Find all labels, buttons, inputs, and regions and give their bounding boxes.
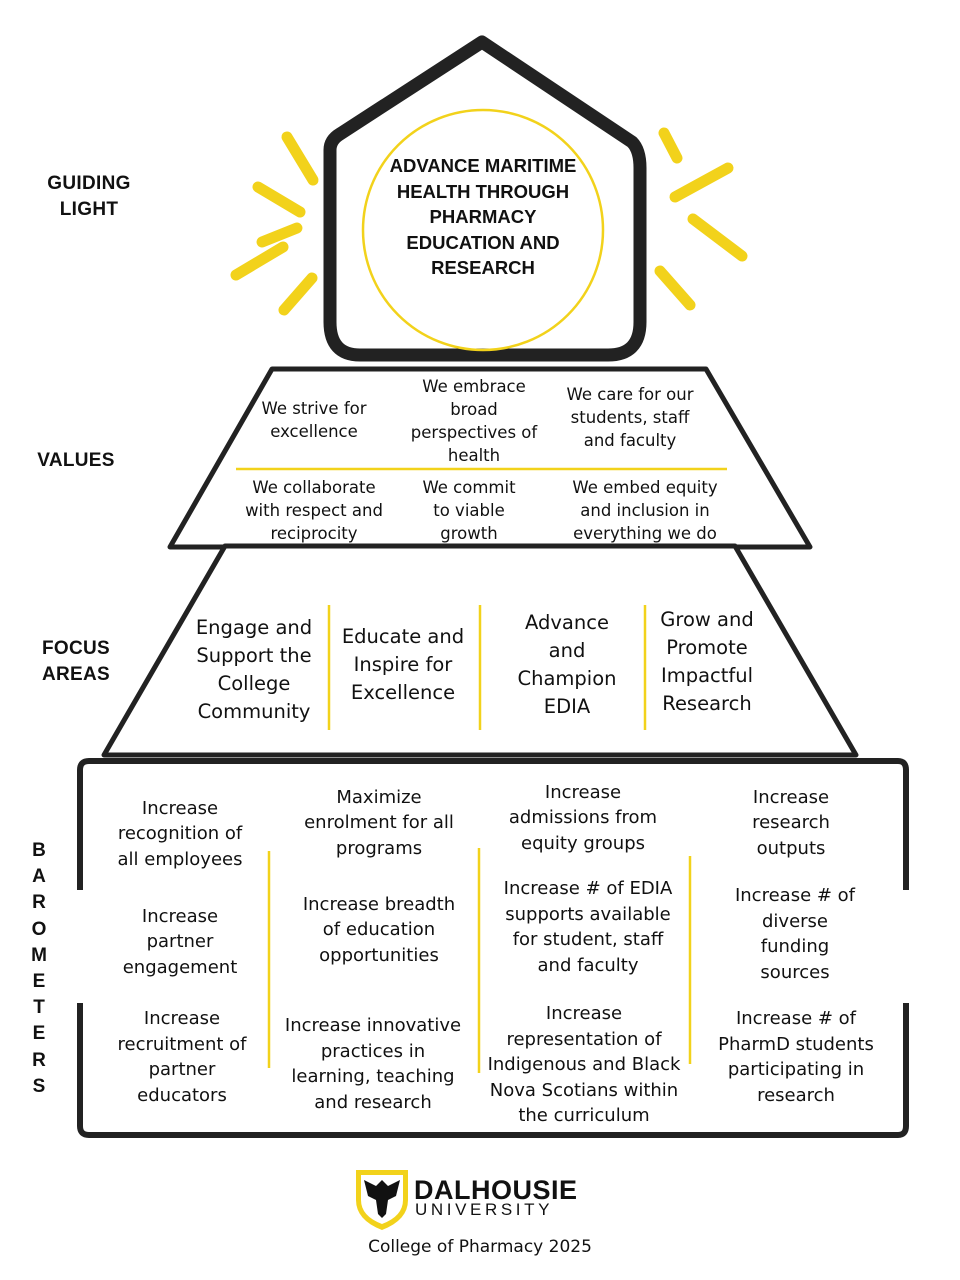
barometer-item: Increase innovative practices in learnin…: [284, 1015, 462, 1113]
logo-name: DALHOUSIE: [414, 1175, 578, 1205]
barometer-item: Increase representation of Indigenous an…: [487, 1003, 681, 1127]
focus-area-item: Engage and Support the College Community: [195, 616, 313, 723]
value-item: We commit to viable growth: [422, 477, 516, 543]
value-item: We embrace broad perspectives of health: [410, 377, 538, 465]
barometers-letter: R: [32, 1049, 46, 1071]
barometers-letter: O: [31, 918, 47, 940]
focus-area-item: Advance and Champion EDIA: [517, 611, 617, 718]
value-item: We collaborate with respect and reciproc…: [245, 477, 383, 543]
barometers-label: B A R O M E T E R S: [28, 838, 50, 1100]
barometers-letter: R: [32, 892, 46, 914]
barometer-item: Increase # of PharmD students participat…: [718, 1008, 874, 1106]
sun-rays: [230, 127, 748, 316]
barometer-item: Maximize enrolment for all programs: [304, 786, 454, 859]
value-item: We embed equity and inclusion in everyth…: [572, 477, 718, 543]
value-item: We strive for excellence: [261, 399, 367, 441]
barometers-letter: E: [32, 971, 46, 993]
barometers-letter: B: [32, 840, 46, 861]
barometer-item: Increase research outputs: [752, 786, 830, 859]
values-label: VALUES: [37, 450, 115, 471]
barometer-item: Increase admissions from equity groups: [508, 781, 658, 854]
house-outline: [323, 35, 647, 362]
barometer-item: Increase # of diverse funding sources: [734, 885, 856, 983]
footer-caption: College of Pharmacy 2025: [368, 1237, 592, 1257]
focus-area-item: Educate and Inspire for Excellence: [341, 625, 465, 704]
dalhousie-shield-logo: [356, 1170, 408, 1230]
mission-statement: ADVANCE MARITIME HEALTH THROUGH PHARMACY…: [389, 155, 577, 279]
guiding-light-label: GUIDING LIGHT: [47, 173, 131, 220]
barometer-item: Increase recruitment of partner educator…: [117, 1008, 247, 1106]
barometer-item: Increase # of EDIA supports available fo…: [503, 878, 673, 976]
barometers-letter: T: [33, 997, 45, 1019]
barometer-item: Increase recognition of all employees: [117, 797, 243, 870]
barometer-item: Increase partner engagement: [122, 905, 238, 978]
barometers-letter: S: [32, 1075, 46, 1097]
focus-area-item: Grow and Promote Impactful Research: [660, 608, 754, 715]
mission-circle: [361, 108, 605, 352]
values-trapezoid: [167, 366, 813, 550]
barometers-letter: A: [32, 866, 46, 888]
focus-areas-label: FOCUS AREAS: [41, 638, 110, 685]
barometers-box: [77, 758, 909, 1138]
barometers-letter: M: [31, 944, 47, 966]
value-item: We care for our students, staff and facu…: [566, 384, 694, 450]
barometers-letter: E: [32, 1023, 46, 1045]
logo-subtitle: UNIVERSITY: [415, 1200, 554, 1219]
barometer-item: Increase breadth of education opportunit…: [302, 893, 456, 966]
